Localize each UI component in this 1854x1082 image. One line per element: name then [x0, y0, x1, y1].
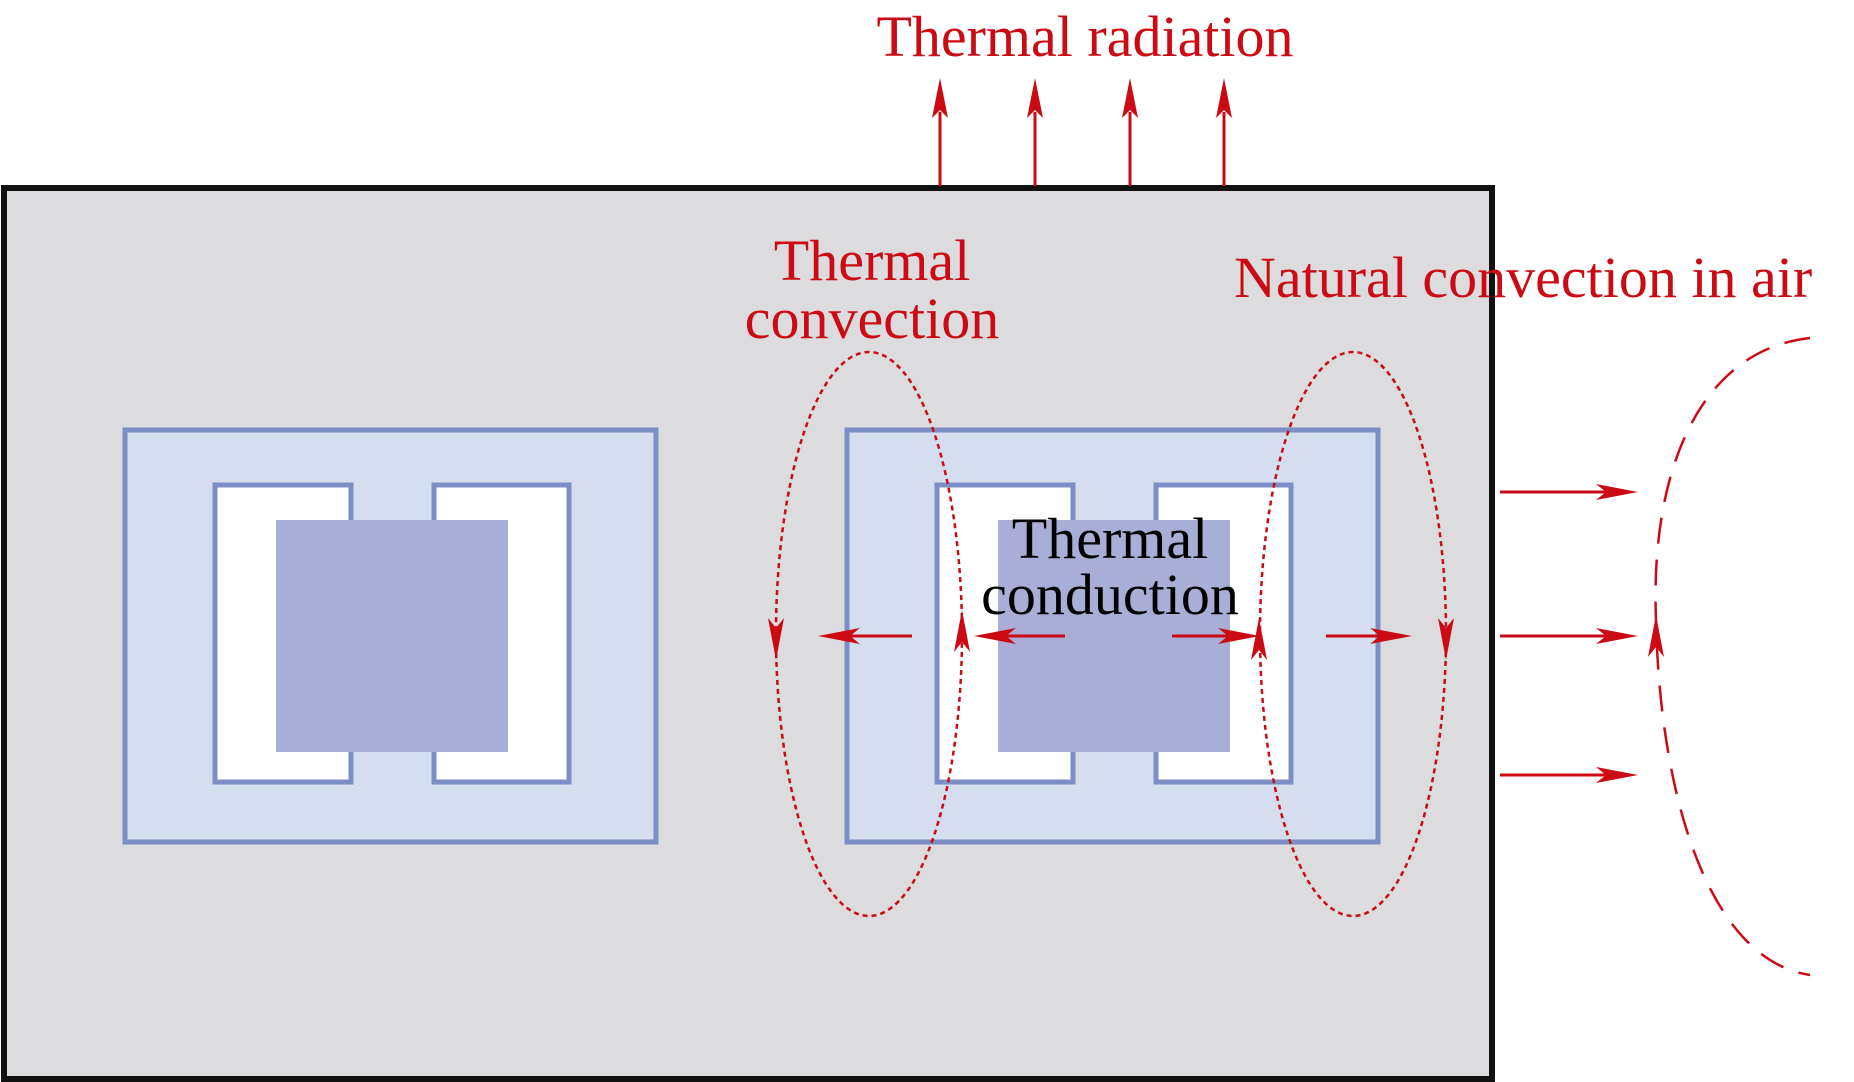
- thermal-radiation-arrows: [932, 78, 1232, 186]
- thermal-conduction-label-line2: conduction: [981, 562, 1239, 627]
- radiation-arrow-2: [1027, 78, 1043, 186]
- natural-convection-label: Natural convection in air: [1234, 245, 1812, 310]
- left-loop-up-arrowhead: [954, 610, 970, 652]
- thermal-convection-label-line1: Thermal: [774, 228, 970, 293]
- air-arrow-2: [1500, 628, 1638, 644]
- air-convection-arrows: [1500, 484, 1638, 783]
- air-arrow-3: [1500, 767, 1638, 783]
- radiation-arrow-3: [1122, 78, 1138, 186]
- radiation-arrow-4: [1216, 78, 1232, 186]
- arrow-conduction-right: [1172, 628, 1260, 644]
- radiation-arrow-1: [932, 78, 948, 186]
- right-transformer: [844, 427, 1381, 845]
- internal-heat-arrows: [818, 628, 1412, 644]
- left-loop-down-arrowhead: [768, 618, 784, 660]
- arrow-conduction-left: [974, 628, 1065, 644]
- convection-arrowheads: [768, 610, 1454, 660]
- air-convection-up-arrowhead: [1648, 615, 1664, 657]
- air-arrow-1: [1500, 484, 1638, 500]
- left-transformer-winding: [276, 520, 508, 752]
- arrow-out-right-core: [1326, 628, 1412, 644]
- thermal-radiation-label: Thermal radiation: [876, 4, 1293, 69]
- left-transformer: [122, 427, 659, 845]
- right-loop-up-arrowhead: [1251, 618, 1267, 660]
- air-convection-arc: [1654, 336, 1811, 977]
- right-loop-down-arrowhead: [1438, 618, 1454, 660]
- arrow-out-left-core: [818, 628, 912, 644]
- thermal-conduction-label-line1: Thermal: [1012, 506, 1208, 571]
- thermal-convection-label-line2: convection: [745, 286, 999, 351]
